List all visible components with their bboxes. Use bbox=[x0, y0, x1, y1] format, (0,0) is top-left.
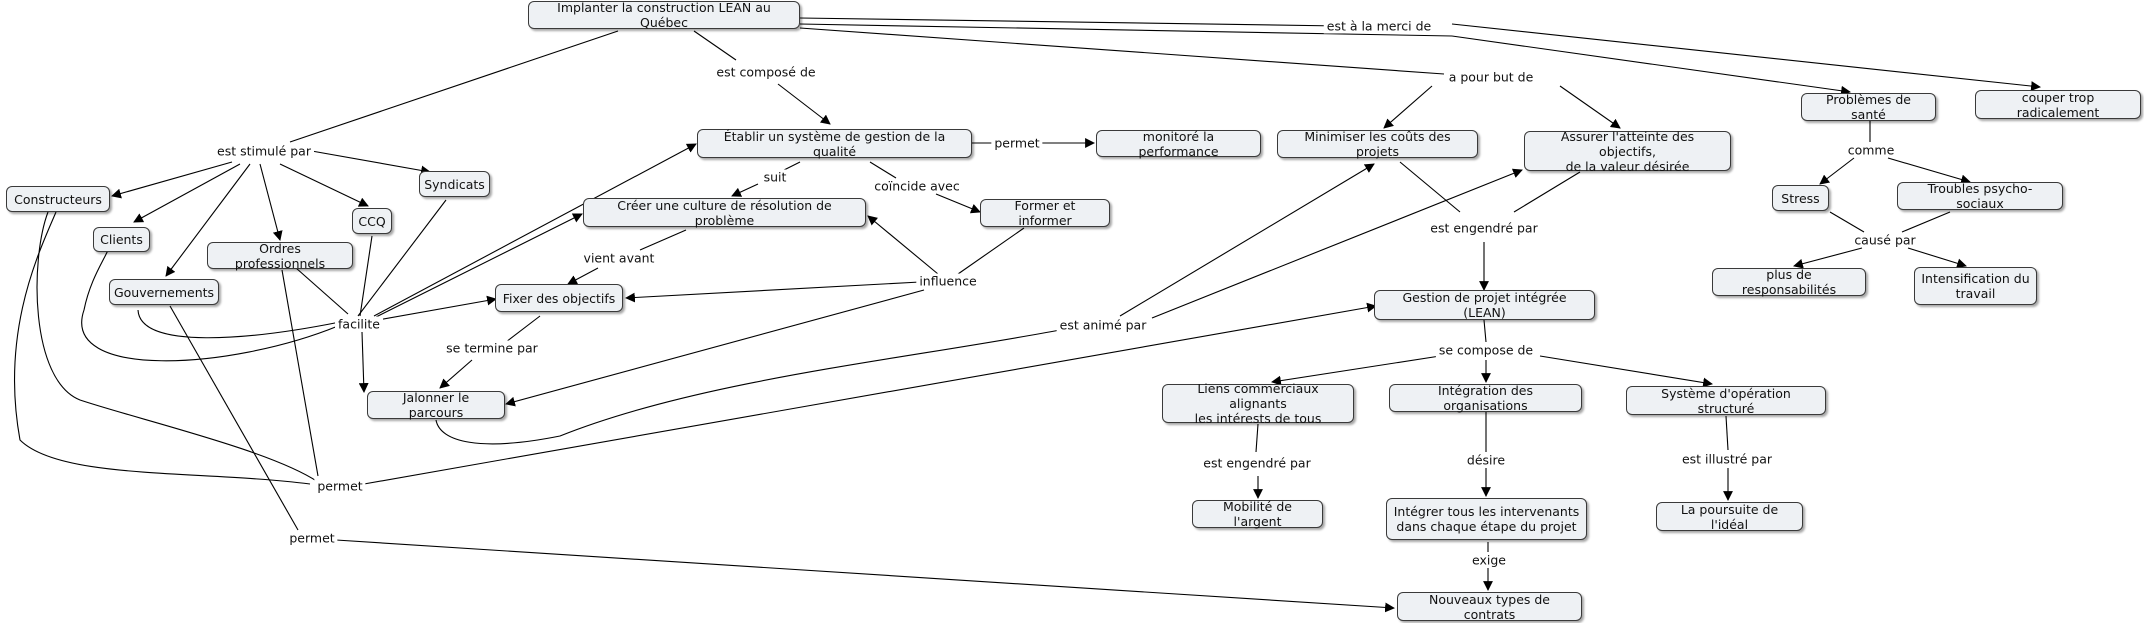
concept-fixer[interactable]: Fixer des objectifs bbox=[495, 284, 623, 312]
link-coincide: coïncide avec bbox=[871, 178, 963, 194]
link-permet-contrats: permet bbox=[286, 530, 338, 546]
concept-clients[interactable]: Clients bbox=[93, 227, 150, 252]
concept-systeme[interactable]: Système d'opération structuré bbox=[1626, 386, 1826, 416]
concept-former[interactable]: Former et informer bbox=[980, 198, 1110, 228]
link-engendre-mobilite: est engendré par bbox=[1200, 455, 1314, 471]
link-compose: est composé de bbox=[713, 64, 819, 80]
concept-jalonner[interactable]: Jalonner le parcours bbox=[367, 390, 505, 420]
link-est-merci: est à la merci de bbox=[1323, 18, 1435, 34]
concept-minimiser[interactable]: Minimiser les coûts des projets bbox=[1277, 129, 1478, 159]
link-suit: suit bbox=[760, 169, 790, 185]
link-permet-gestion: permet bbox=[314, 478, 366, 494]
concept-assurer[interactable]: Assurer l'atteinte des objectifs, de la … bbox=[1524, 129, 1731, 174]
link-engendre-gestion: est engendré par bbox=[1427, 220, 1541, 236]
concept-intensification[interactable]: Intensification du travail bbox=[1914, 267, 2037, 305]
concept-integration[interactable]: Intégration des organisations bbox=[1389, 383, 1582, 413]
concept-etablir[interactable]: Établir un système de gestion de la qual… bbox=[697, 129, 972, 159]
concept-syndicats[interactable]: Syndicats bbox=[419, 171, 490, 197]
concept-problemes[interactable]: Problèmes de santé bbox=[1801, 92, 1936, 122]
concept-gouvernements[interactable]: Gouvernements bbox=[109, 279, 219, 305]
link-illustre: est illustré par bbox=[1678, 451, 1776, 467]
concept-constructeurs[interactable]: Constructeurs bbox=[6, 186, 110, 212]
concept-mobilite[interactable]: Mobilité de l'argent bbox=[1192, 499, 1323, 529]
link-desire: désire bbox=[1463, 452, 1509, 468]
concept-integrer[interactable]: Intégrer tous les intervenants dans chaq… bbox=[1386, 498, 1587, 540]
concept-contrats[interactable]: Nouveaux types de contrats bbox=[1397, 592, 1582, 622]
concept-ordres[interactable]: Ordres professionnels bbox=[207, 241, 353, 271]
link-anime: est animé par bbox=[1056, 317, 1150, 333]
concept-monitore[interactable]: monitoré la performance bbox=[1096, 129, 1261, 159]
link-influence: influence bbox=[916, 273, 980, 289]
link-facilite: facilite bbox=[335, 316, 383, 332]
link-comme: comme bbox=[1844, 142, 1898, 158]
concept-ccq[interactable]: CCQ bbox=[352, 208, 392, 234]
link-termine: se termine par bbox=[443, 340, 541, 356]
concept-couper[interactable]: couper trop radicalement bbox=[1975, 90, 2141, 120]
concept-troubles[interactable]: Troubles psycho-sociaux bbox=[1897, 181, 2063, 211]
concept-gestion[interactable]: Gestion de projet intégrée (LEAN) bbox=[1374, 290, 1595, 320]
link-cause: causé par bbox=[1851, 232, 1919, 248]
link-vient-avant: vient avant bbox=[580, 250, 658, 266]
concept-creer[interactable]: Créer une culture de résolution de probl… bbox=[583, 198, 866, 228]
concept-stress[interactable]: Stress bbox=[1772, 185, 1829, 211]
link-but: a pour but de bbox=[1445, 69, 1537, 85]
concept-plusresp[interactable]: plus de responsabilités bbox=[1712, 267, 1866, 297]
link-permet-monitore: permet bbox=[991, 135, 1043, 151]
concept-liens[interactable]: Liens commerciaux alignants les intérest… bbox=[1162, 381, 1354, 426]
concept-poursuite[interactable]: La poursuite de l'idéal bbox=[1656, 502, 1803, 532]
link-stimule: est stimulé par bbox=[214, 143, 314, 159]
concept-root[interactable]: Implanter la construction LEAN au Québec bbox=[528, 0, 800, 30]
link-se-compose: se compose de bbox=[1435, 342, 1537, 358]
link-exige: exige bbox=[1469, 552, 1509, 568]
